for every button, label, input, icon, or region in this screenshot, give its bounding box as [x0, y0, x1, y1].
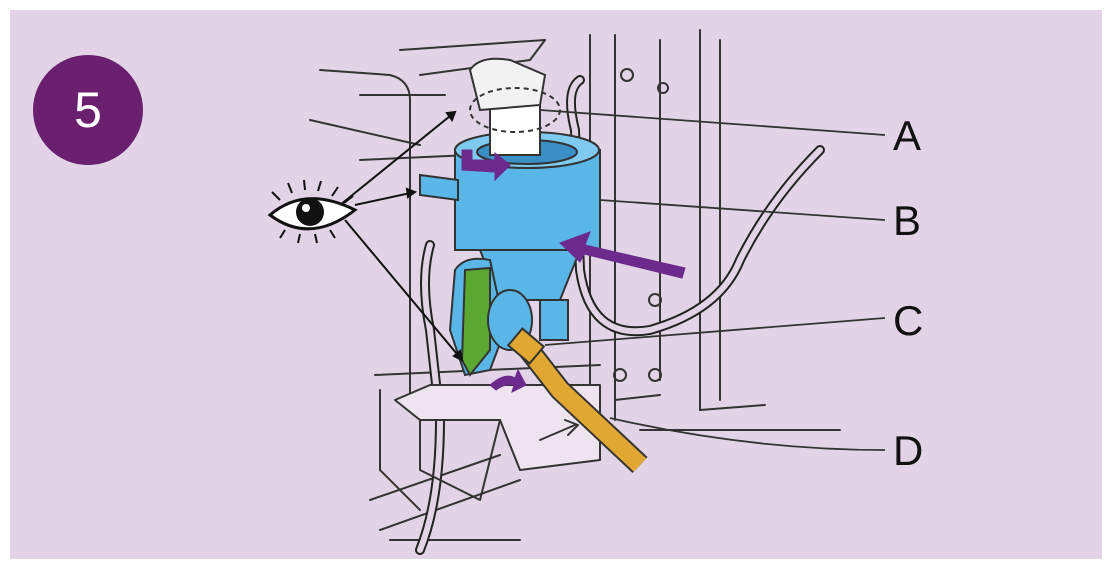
callout-label-b: B [893, 197, 922, 244]
arrow-icon [489, 368, 527, 393]
step-number-badge: 5 [33, 55, 143, 165]
sight-lines [339, 110, 464, 362]
step-number: 5 [74, 82, 102, 138]
callout-label-a: A [893, 112, 922, 159]
arrow-icon [559, 231, 686, 279]
drain-tube-d [506, 327, 648, 474]
callout-leaders [539, 109, 886, 451]
valve-lever-c [448, 257, 533, 377]
eye-icon [267, 179, 358, 244]
right-hose [566, 75, 825, 337]
callout-label-d: D [893, 427, 924, 474]
machine-frame [399, 29, 841, 431]
arrow-icon [461, 149, 511, 182]
purple-arrows [461, 149, 686, 393]
drip-tray [394, 384, 601, 501]
callout-label-c: C [893, 297, 924, 344]
connector-a [468, 57, 561, 156]
